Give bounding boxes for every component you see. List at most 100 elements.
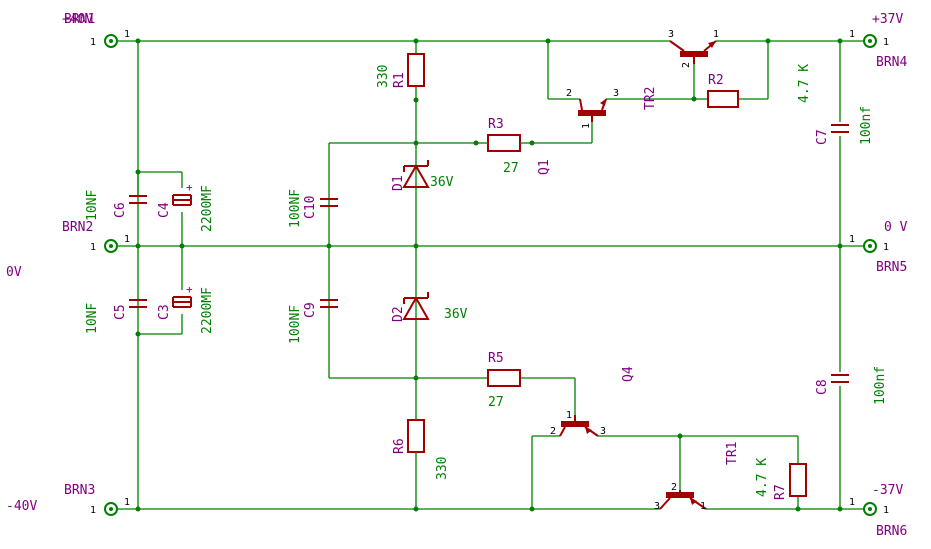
rail-label-plus40: +40V [62,12,93,27]
polarity-mark: + [186,181,193,194]
pin-label: 3 [613,88,619,99]
pin-label: 1 [883,242,889,253]
pin-label: 3 [654,501,660,512]
pin-label: 1 [90,242,96,253]
c3-name: C3 [157,304,172,320]
c4-value: 2200MF [200,185,215,232]
zener-diode-d1[interactable]: D1 36V [391,160,454,191]
capacitor-c8[interactable]: C8 100nf [815,366,888,405]
junction-dots [135,38,843,512]
c9-name: C9 [303,302,318,318]
r1-value: 330 [376,65,391,88]
c8-value: 100nf [873,366,888,405]
capacitor-c10[interactable]: C10 100NF [288,189,338,228]
rail-label-zero-right: 0 V [884,220,908,235]
c5-value: 10NF [85,303,100,334]
pin-label: 1 [849,234,855,245]
r2-name: R2 [708,73,724,88]
terminal-brn6[interactable]: 1 1 [849,497,889,516]
connector-label-brn2: BRN2 [62,220,93,235]
pin-label: 1 [90,505,96,516]
c3-value: 2200MF [200,287,215,334]
terminal-brn3[interactable]: 1 1 [90,497,130,516]
r7-value: 4.7 K [755,458,770,497]
pin-label: 1 [713,29,719,40]
capacitor-c9[interactable]: C9 100NF [288,299,338,344]
resistor-r1[interactable]: R1 330 [376,53,425,88]
pin-label: 2 [550,426,556,437]
pin-label: 1 [90,37,96,48]
d1-name: D1 [391,175,406,191]
c8-name: C8 [815,379,830,395]
pin-label: 3 [600,426,606,437]
resistor-r5[interactable]: R5 27 [487,351,521,410]
c6-name: C6 [113,202,128,218]
pin-label: 1 [849,497,855,508]
terminal-brn2[interactable]: 1 1 [90,234,130,253]
c9-value: 100NF [288,305,303,344]
r7-name: R7 [773,484,788,500]
terminal-brn1[interactable]: 1 1 [90,29,130,48]
q4-name: Q4 [621,366,636,382]
d1-value: 36V [430,175,454,190]
pin-label: 1 [124,29,130,40]
pin-label: 3 [668,29,674,40]
pin-label: 2 [566,88,572,99]
transistor-tr2[interactable]: 3 1 2 TR2 [643,29,719,110]
wires [111,40,865,510]
r6-name: R6 [392,438,407,454]
c4-name: C4 [157,202,172,218]
connector-label-brn3: BRN3 [64,483,95,498]
resistor-r7[interactable]: R7 4.7 K [755,458,807,500]
zener-diode-d2[interactable]: D2 36V [391,292,468,322]
pin-label: 1 [566,410,572,421]
r1-name: R1 [392,72,407,88]
c7-name: C7 [815,129,830,145]
tr1-name: TR1 [725,442,740,465]
pin-label: 1 [700,501,706,512]
connector-label-brn5: BRN5 [876,260,907,275]
r3-value: 27 [503,161,519,176]
pin-label: 1 [581,123,592,129]
rail-label-minus40: -40V [6,499,37,514]
c5-name: C5 [113,304,128,320]
connector-label-brn1: BRN1 [64,12,95,27]
c6-value: 10NF [85,190,100,221]
c7-value: 100nf [859,106,874,145]
terminal-brn5[interactable]: 1 1 [849,234,889,253]
r6-value: 330 [435,457,450,480]
pin-label: 1 [849,29,855,40]
capacitor-c7[interactable]: C7 100nf [815,106,874,145]
capacitor-c6[interactable]: C6 10NF [85,172,147,221]
resistor-r6[interactable]: R6 330 [392,419,450,480]
d2-name: D2 [391,306,406,322]
pin-label: 1 [124,497,130,508]
rail-label-plus37: +37V [872,12,903,27]
pin-label: 2 [671,482,677,493]
transistor-tr1[interactable]: 2 3 1 TR1 [654,442,740,512]
resistor-r2[interactable]: R2 4.7 K [707,64,812,108]
connector-label-brn4: BRN4 [876,55,907,70]
pin-label: 1 [883,505,889,516]
transistor-q1[interactable]: 2 3 1 Q1 [537,88,619,175]
q1-name: Q1 [537,159,552,175]
terminal-brn4[interactable]: 1 1 [849,29,889,48]
rail-label-minus37: -37V [872,483,903,498]
d2-value: 36V [444,307,468,322]
rail-label-zero-left: 0V [6,265,22,280]
resistor-r3[interactable]: R3 27 [476,117,532,176]
r5-name: R5 [488,351,504,366]
capacitor-c4[interactable]: + C4 2200MF [157,181,215,232]
c10-name: C10 [303,196,318,219]
capacitor-c3[interactable]: + C3 2200MF [157,283,215,334]
capacitor-c5[interactable]: C5 10NF [85,299,147,334]
pin-label: 1 [883,37,889,48]
r3-name: R3 [488,117,504,132]
r5-value: 27 [488,395,504,410]
pin-label: 1 [124,234,130,245]
transistor-q4[interactable]: 1 2 3 Q4 [550,366,636,437]
polarity-mark: + [186,283,193,296]
c10-value: 100NF [288,189,303,228]
r2-value: 4.7 K [797,64,812,103]
